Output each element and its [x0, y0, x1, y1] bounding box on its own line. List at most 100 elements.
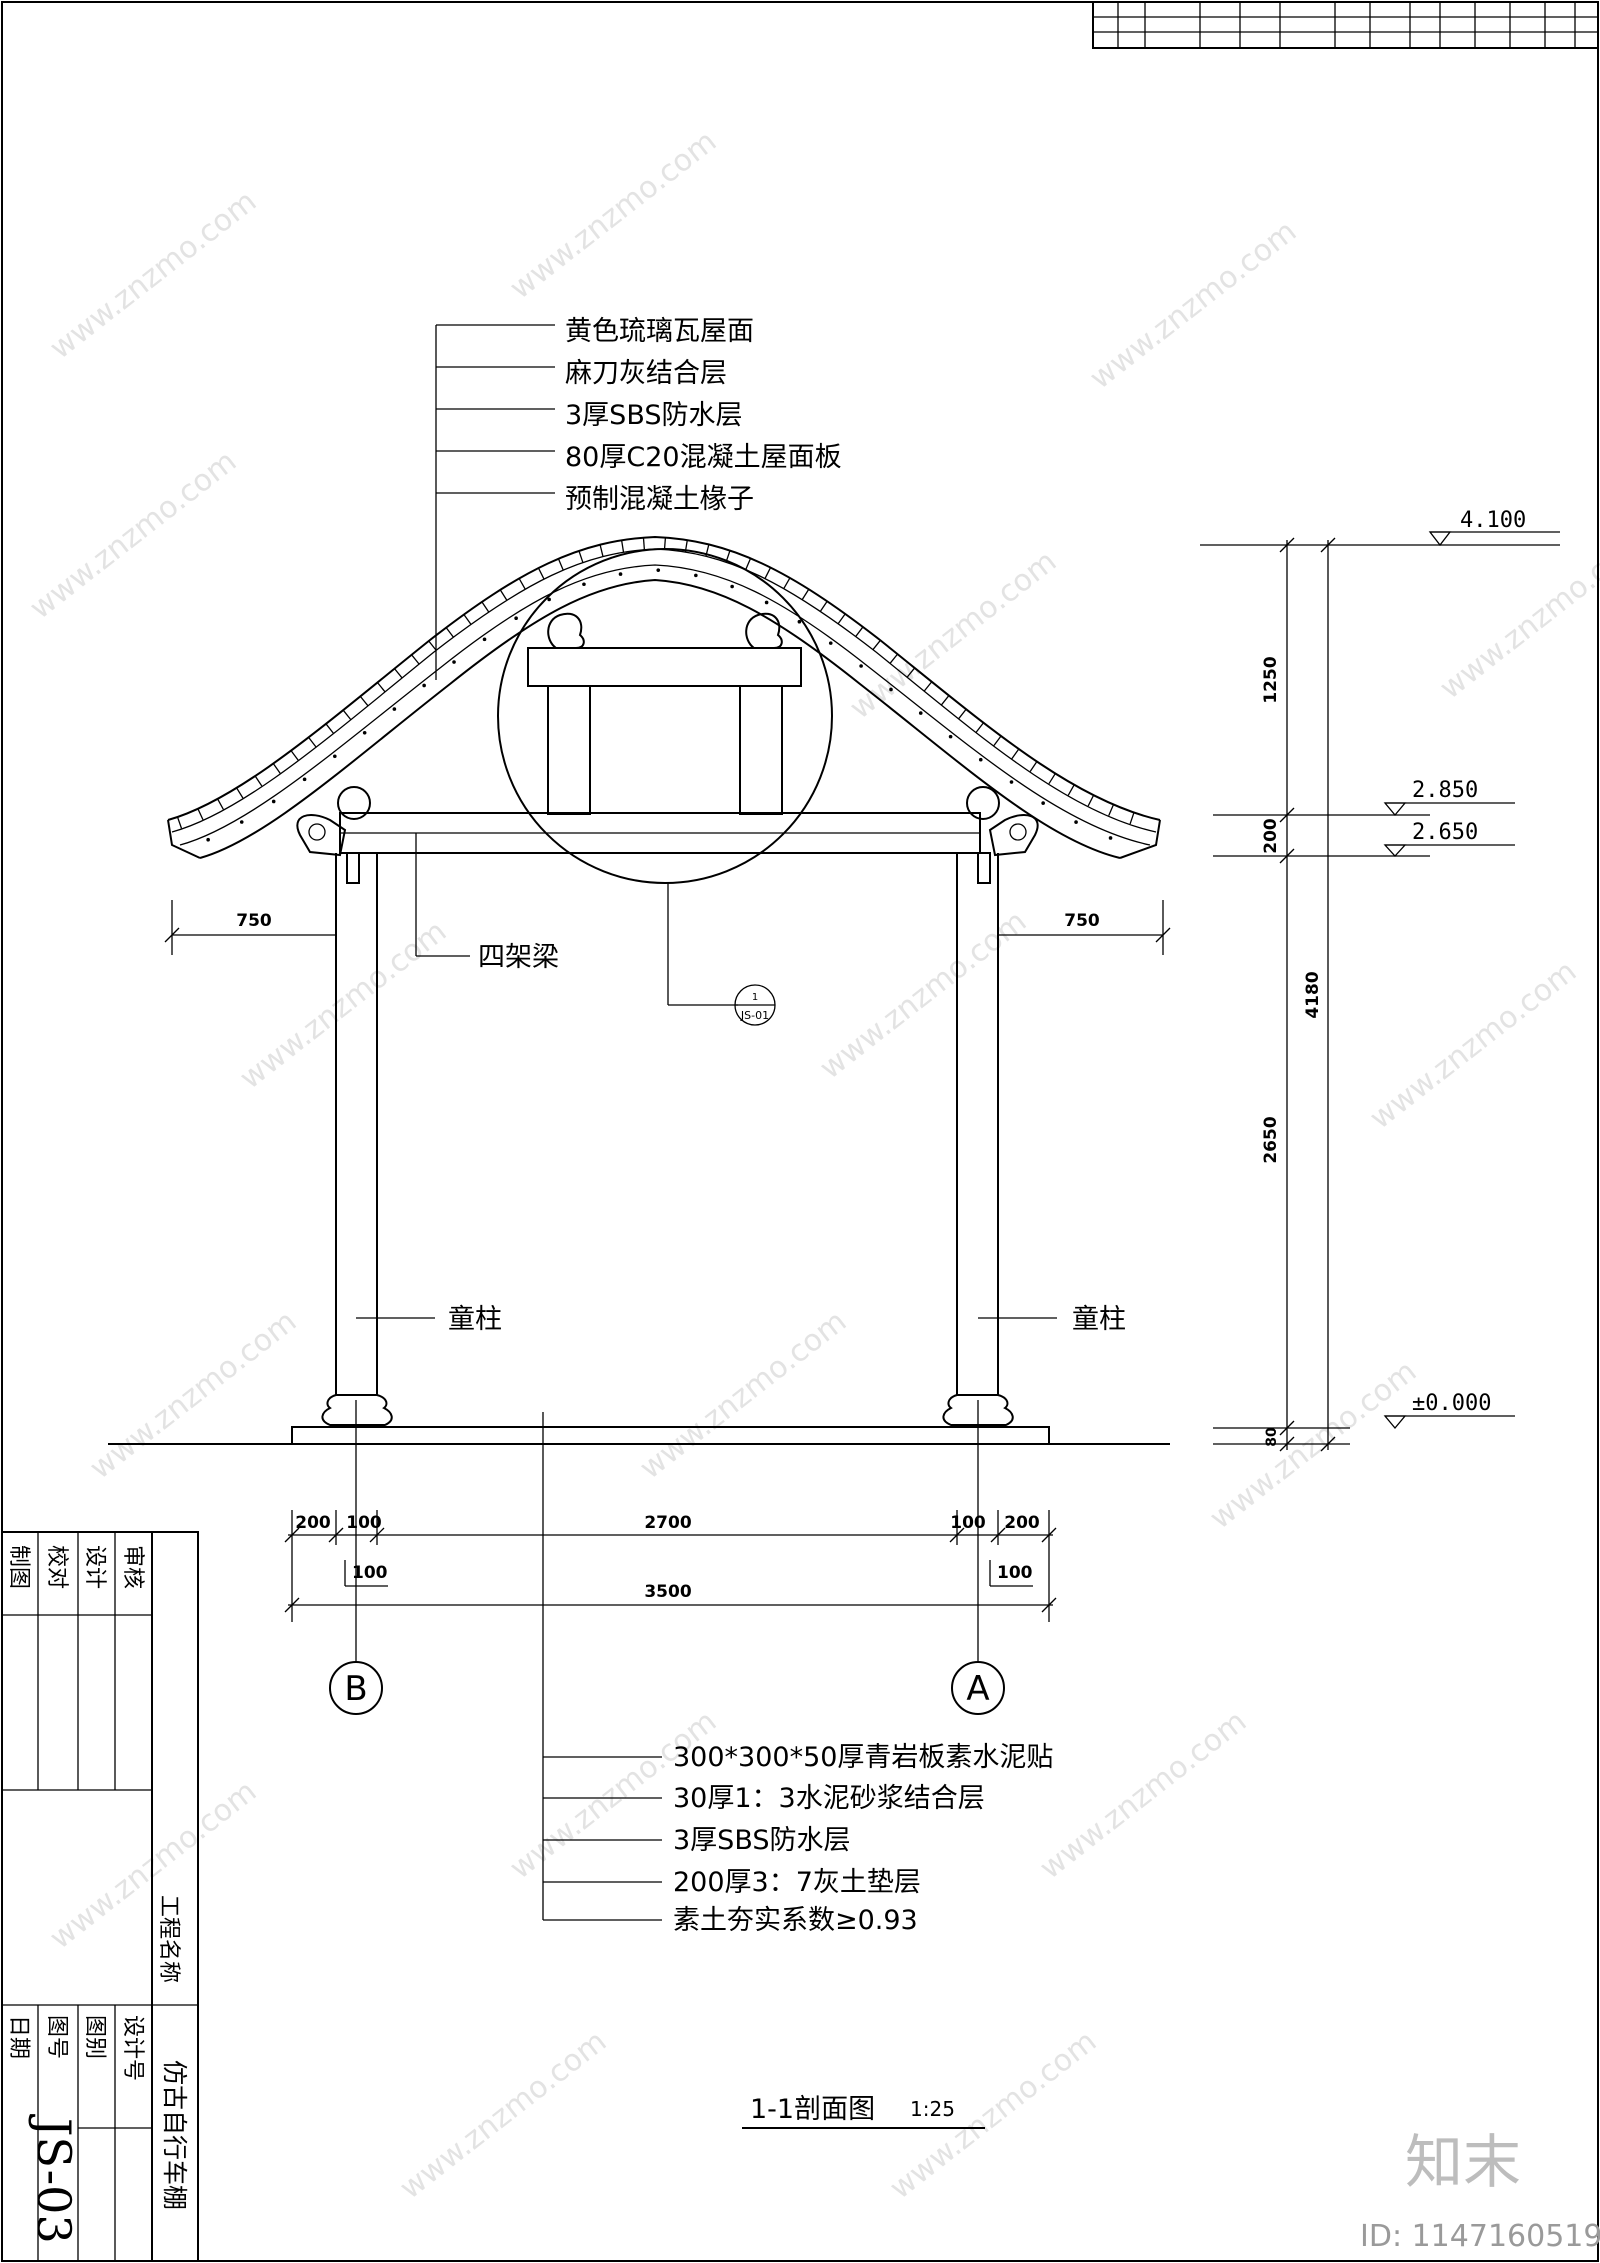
bdim-200-right: 200 — [1004, 1513, 1040, 1533]
axis-bubble-a — [951, 1661, 1005, 1715]
roof-tile-tick — [325, 723, 334, 734]
sign-row-2: 校对 — [44, 1545, 69, 1589]
roof-hatch-dot — [618, 572, 623, 576]
roof-hatch-dot — [859, 664, 863, 668]
roof-tile-tick — [342, 709, 352, 720]
drawing-title-block: 1-1剖面图 1:25 — [742, 2094, 985, 2129]
site-watermark: www.znzmo.com — [1203, 1354, 1423, 1536]
axis-label-a: A — [966, 1669, 989, 1709]
roof-tile-tick — [290, 750, 299, 761]
roof-tile-tick — [411, 654, 420, 665]
columns — [321, 853, 1014, 1426]
floor-notes: 300*300*50厚青岩板素水泥贴 30厚1：3水泥砂浆结合层 3厚SBS防水… — [673, 1742, 1053, 1936]
roof-tile-tick — [1108, 804, 1115, 816]
roof-tile-tick — [801, 588, 810, 600]
site-watermark: www.znzmo.com — [503, 124, 723, 306]
brand-logo: 知末 — [1405, 2128, 1521, 2196]
roof-hatch-dot — [514, 616, 518, 621]
roof-hatch-dot — [422, 683, 426, 688]
roof-tile-tick — [923, 681, 933, 692]
roof-tile-tick — [428, 640, 437, 651]
roof-hatch-dot — [1041, 801, 1045, 805]
sign-row-3: 设计 — [82, 1545, 107, 1589]
roof-tile-tick — [663, 537, 667, 550]
drawing-number: JS-03 — [27, 2114, 81, 2244]
roof-note-5: 预制混凝土椽子 — [565, 484, 754, 515]
drawing-scale: 1:25 — [910, 2097, 955, 2121]
roof-hatch-dot — [1074, 820, 1078, 824]
roof-tile-tick — [1048, 773, 1056, 785]
floor-note-5: 素土夯实系数≥0.93 — [673, 1905, 918, 1936]
roof-hatch-dot — [948, 734, 953, 739]
signoff-strip — [1092, 1, 1599, 49]
site-watermark: www.znzmo.com — [43, 1774, 263, 1956]
roof-note-4: 80厚C20混凝土屋面板 — [565, 442, 842, 473]
roof-hatch-dot — [656, 568, 661, 572]
roof-hatch-dot — [547, 597, 551, 602]
roof-tile-tick — [764, 567, 772, 579]
roof-tile-tick — [518, 578, 526, 590]
roof-hatch-dot — [1009, 780, 1014, 784]
eave-dimensions: 750 750 — [164, 900, 1171, 955]
roof-tile-tick — [906, 667, 916, 678]
axis-bubble-b — [329, 1661, 383, 1715]
eave-dim-left: 750 — [236, 911, 272, 931]
site-watermark: www.znzmo.com — [633, 1304, 853, 1486]
column-label-right: 童柱 — [1072, 1304, 1126, 1335]
site-watermark: www.znzmo.com — [1363, 954, 1583, 1136]
bdim-2700: 2700 — [644, 1513, 691, 1533]
roof-hatch-dot — [730, 584, 734, 589]
roof-hatch-dot — [206, 837, 210, 842]
axis-grid: B A — [329, 1400, 1005, 1715]
roof-tile-tick — [1129, 812, 1135, 825]
vdim-2650: 2650 — [1261, 1116, 1281, 1163]
roof-hatch-dot — [333, 754, 337, 759]
bdim-100-below-right: 100 — [997, 1563, 1033, 1583]
roof-tile-tick — [958, 708, 967, 720]
bdim-100-right: 100 — [950, 1513, 986, 1533]
bdim-200-left: 200 — [295, 1513, 331, 1533]
roof-tile-tick — [620, 540, 625, 553]
level-2850: 2.850 — [1412, 778, 1478, 803]
roof-tile-tick — [217, 798, 224, 810]
brand-watermark: 知末 ID: 1147160519 — [1360, 2128, 1600, 2254]
drawing-title: 1-1剖面图 — [750, 2094, 875, 2125]
floor-note-2: 30厚1：3水泥砂浆结合层 — [673, 1783, 985, 1814]
four-rafter-beam — [296, 786, 1039, 884]
eave-dim-right: 750 — [1064, 911, 1100, 931]
roof-hatch-dot — [828, 641, 833, 645]
site-watermark: www.znzmo.com — [233, 914, 453, 1096]
site-watermark: www.znzmo.com — [23, 444, 243, 626]
level-0000: ±0.000 — [1412, 1391, 1491, 1416]
roof-hatch-dot — [918, 711, 923, 715]
roof-tile-tick — [272, 763, 281, 774]
beam-label: 四架梁 — [415, 833, 559, 973]
roof-tile-tick — [308, 736, 317, 748]
roof-tile-tick — [1011, 748, 1020, 760]
roof-tile-tick — [783, 577, 791, 589]
site-watermark: www.znzmo.com — [43, 184, 263, 366]
roof-tile-tick — [1067, 784, 1075, 796]
detail-callout: 1 JS-01 — [497, 548, 833, 1026]
vdim-1250: 1250 — [1261, 656, 1281, 703]
roof-tile-tick — [940, 695, 950, 706]
roof-tile-tick — [1029, 761, 1038, 772]
roof-tile-tick — [499, 589, 508, 601]
level-4100: 4.100 — [1460, 508, 1526, 533]
roof-tile-tick — [481, 601, 490, 613]
roof-tile-tick — [578, 550, 584, 563]
floor-notes-leader — [542, 1412, 662, 1921]
bdim-100-left: 100 — [346, 1513, 382, 1533]
ground-slab — [108, 1426, 1170, 1445]
roof-tile-tick — [819, 600, 828, 612]
roof-hatch-dot — [889, 687, 893, 692]
roof-notes: 黄色琉璃瓦屋面 麻刀灰结合层 3厚SBS防水层 80厚C20混凝土屋面板 预制混… — [565, 316, 842, 515]
roof-tile-tick — [176, 816, 183, 829]
level-2650: 2.650 — [1412, 820, 1478, 845]
floor-note-3: 3厚SBS防水层 — [673, 1825, 851, 1856]
bottom-dimensions: 200 100 2700 100 200 100 100 3500 — [284, 1510, 1057, 1622]
project-name: 仿古自行车棚 — [160, 2060, 189, 2210]
floor-note-4: 200厚3：7灰土垫层 — [673, 1867, 921, 1898]
